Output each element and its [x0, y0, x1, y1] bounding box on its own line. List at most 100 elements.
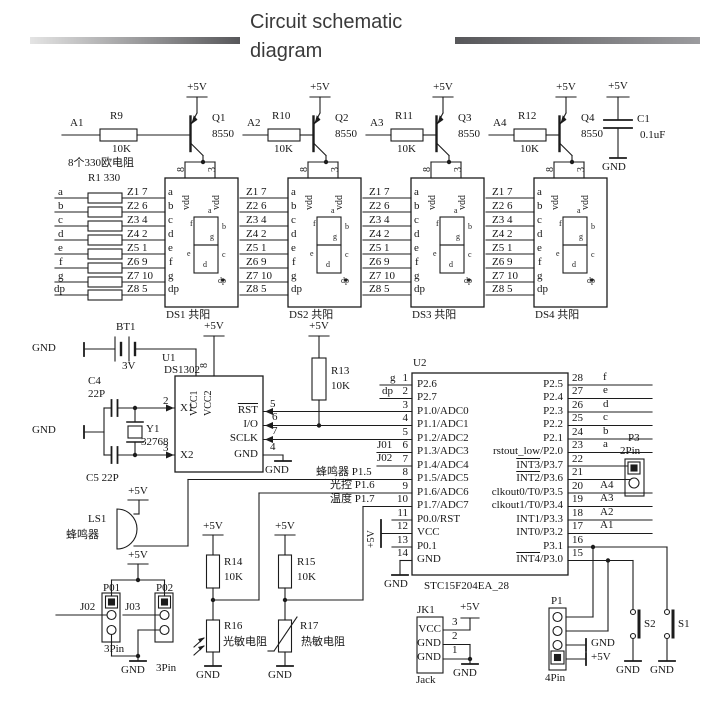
schematic-label: a [331, 206, 335, 215]
schematic-label: P2.3 [543, 405, 563, 417]
schematic-label: Z6 9 [127, 256, 148, 268]
schematic-label: a [537, 186, 542, 198]
schematic-label: +5V [204, 320, 224, 332]
schematic-label: RST [237, 404, 258, 416]
schematic-label: DS1 共阳 [166, 309, 211, 321]
schematic-label: 16 [572, 534, 583, 546]
schematic-label: 3 [453, 167, 464, 172]
schematic-label: P2.4 [543, 391, 563, 403]
schematic-label: clkout0/T0/P3.5 [491, 486, 563, 498]
schematic-label: Jack [416, 674, 436, 686]
schematic-label: c [414, 214, 419, 226]
schematic-label: +5V [556, 81, 576, 93]
schematic-label: d [326, 260, 330, 269]
schematic-label: 14 [397, 547, 408, 559]
schematic-label: dp [382, 385, 393, 397]
schematic-label: g [537, 270, 543, 282]
schematic-label: f [313, 219, 316, 228]
schematic-label: R1 330 [88, 172, 121, 184]
schematic-label: GND [265, 464, 289, 476]
schematic-label: 22P [88, 388, 106, 400]
schematic-label: P1.1/ADC1 [417, 418, 469, 430]
schematic-label: 10K [297, 571, 316, 583]
schematic-label: +5V [128, 549, 148, 561]
schematic-label: d [414, 228, 420, 240]
schematic-label: R16 [224, 620, 243, 632]
schematic-label: S2 [644, 618, 656, 630]
schematic-label: f [190, 219, 193, 228]
schematic-label: GND [32, 342, 56, 354]
schematic-label: 20 [572, 480, 583, 492]
schematic-label: 2 [402, 385, 409, 397]
schematic-label: P1.7/ADC7 [417, 499, 469, 511]
schematic-label: 28 [572, 372, 583, 384]
schematic-label: GND [196, 669, 220, 681]
schematic-label: vdd [457, 195, 468, 210]
schematic-label: +5V [366, 530, 377, 548]
schematic-label: f [292, 256, 296, 268]
schematic-label: clkout1/T0/P3.4 [491, 499, 563, 511]
schematic-label: GND [32, 424, 56, 436]
schematic-label: f [538, 256, 542, 268]
schematic-label: DS3 共阳 [412, 309, 457, 321]
schematic-label: dp [54, 283, 65, 295]
schematic-label: Z8 5 [492, 283, 513, 295]
schematic-label: b [345, 222, 349, 231]
schematic-label: P1.5/ADC5 [417, 472, 469, 484]
schematic-label: GND [121, 664, 145, 676]
schematic-label: c [591, 250, 595, 259]
schematic-label: P2.7 [417, 391, 437, 403]
schematic-label: 2Pin [620, 445, 641, 457]
schematic-label: Z2 6 [127, 200, 148, 212]
schematic-label: vdd [427, 195, 438, 210]
schematic-label: dp [414, 283, 425, 295]
schematic-label: 3 [207, 167, 218, 172]
schematic-label: 27 [572, 385, 583, 397]
schematic-label: INT3/P3.7 [516, 459, 563, 471]
schematic-label: 7 [402, 453, 409, 465]
schematic-label: 6 [272, 411, 278, 423]
schematic-label: Z7 10 [246, 270, 272, 282]
schematic-label: STC15F204EA_28 [424, 580, 509, 592]
schematic-label: e [433, 249, 437, 258]
schematic-label: 1 [402, 372, 409, 384]
schematic-label: 32768 [141, 436, 169, 448]
schematic-label: b [603, 425, 609, 437]
schematic-label: 8550 [212, 128, 234, 140]
schematic-label: c [603, 411, 608, 423]
schematic-label: 10K [520, 143, 539, 155]
schematic-label: e [187, 249, 191, 258]
schematic-label: P02 [156, 582, 174, 594]
schematic-label: Z8 5 [246, 283, 267, 295]
schematic-label: C5 22P [86, 472, 119, 484]
schematic-label: Z6 9 [492, 256, 513, 268]
title-rule-right [455, 37, 700, 44]
schematic-label: rstout_low/P2.0 [493, 445, 563, 457]
schematic-label: +5V [608, 80, 628, 92]
schematic-label: Z2 6 [492, 200, 513, 212]
schematic-label: P0.0/RST [417, 513, 461, 525]
schematic-label: P01 [103, 582, 121, 594]
schematic-label: dp [218, 276, 226, 285]
schematic-label: 11 [397, 507, 408, 519]
schematic-label: b [414, 200, 420, 212]
schematic-label: J02 [80, 601, 96, 613]
schematic-label: 4 [270, 441, 276, 453]
schematic-label: P1.0/ADC0 [417, 405, 469, 417]
schematic-label: g [390, 372, 396, 384]
schematic-label: d [603, 398, 609, 410]
schematic-label: g [414, 270, 420, 282]
schematic-label: 12 [397, 520, 408, 532]
schematic-label: c [468, 250, 472, 259]
schematic-label: DS1302 [164, 364, 201, 376]
schematic-label: f [169, 256, 173, 268]
schematic-label: c [222, 250, 226, 259]
schematic-label: e [168, 242, 173, 254]
schematic-label: 17 [572, 520, 583, 532]
schematic-label: e [291, 242, 296, 254]
schematic-label: 18 [572, 507, 583, 519]
schematic-label: d [572, 260, 576, 269]
schematic-label: e [310, 249, 314, 258]
schematic-label: 2 [452, 630, 458, 642]
